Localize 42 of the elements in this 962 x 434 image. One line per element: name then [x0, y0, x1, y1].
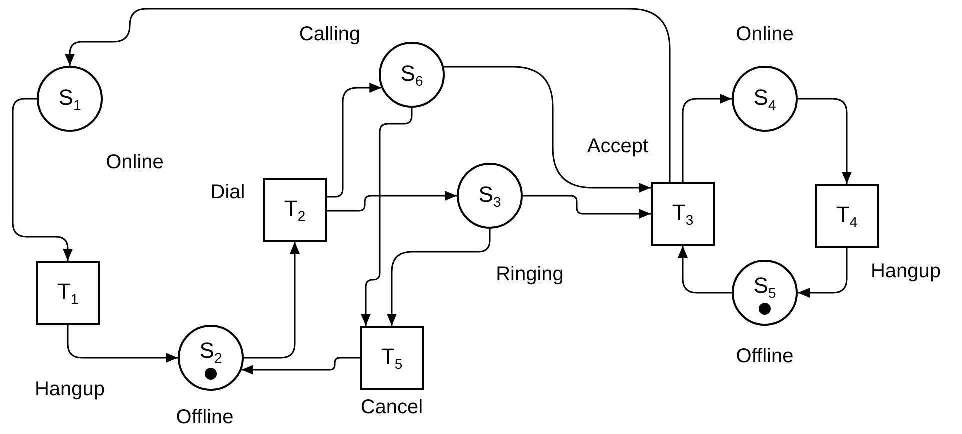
state-label: Hangup — [34, 378, 106, 402]
node-label: S$_{5}$ — [754, 274, 776, 300]
state-label: Online — [736, 24, 794, 46]
node-label: S$_{1}$ — [58, 86, 82, 112]
transition-box — [815, 184, 879, 248]
transition-box — [263, 178, 327, 242]
node-label: S$_{2}$ — [200, 340, 222, 364]
node-label: S$_{4}$ — [754, 86, 776, 112]
arrow — [65, 8, 671, 182]
arrow — [244, 242, 300, 359]
state-label: Hangup — [870, 260, 942, 284]
arrow — [682, 94, 732, 182]
node-label: T$_{1}$ — [57, 280, 79, 306]
state-label: Ringing — [496, 264, 564, 286]
node-label: T$_{4}$ — [836, 204, 858, 228]
arrow — [361, 108, 413, 326]
arrow — [327, 83, 382, 198]
state-label: Online — [106, 152, 164, 174]
arrow — [798, 98, 852, 184]
arrow — [387, 229, 491, 326]
state-label: Dial — [210, 182, 246, 204]
node-label: T$_{5}$ — [381, 346, 403, 370]
arrow — [523, 195, 651, 219]
state-label: Calling — [299, 24, 361, 46]
arrow — [678, 246, 732, 294]
node-label: S$_{3}$ — [478, 184, 502, 208]
state-label: Accept — [587, 136, 649, 158]
arrow — [12, 98, 73, 261]
state-label: Cancel — [360, 396, 424, 420]
transition-box — [651, 182, 715, 246]
state-label: Offline — [736, 346, 794, 368]
node-label: T$_{2}$ — [284, 198, 306, 222]
arrow — [798, 248, 848, 298]
state-label: Offline — [176, 406, 234, 430]
arrow — [444, 66, 651, 193]
arrow — [327, 191, 457, 212]
arrow — [67, 325, 178, 363]
transition-box — [360, 326, 424, 390]
node-label: T$_{3}$ — [672, 202, 694, 226]
node-label: S$_{6}$ — [400, 62, 424, 88]
transition-box — [36, 261, 100, 325]
arrow — [242, 357, 360, 375]
